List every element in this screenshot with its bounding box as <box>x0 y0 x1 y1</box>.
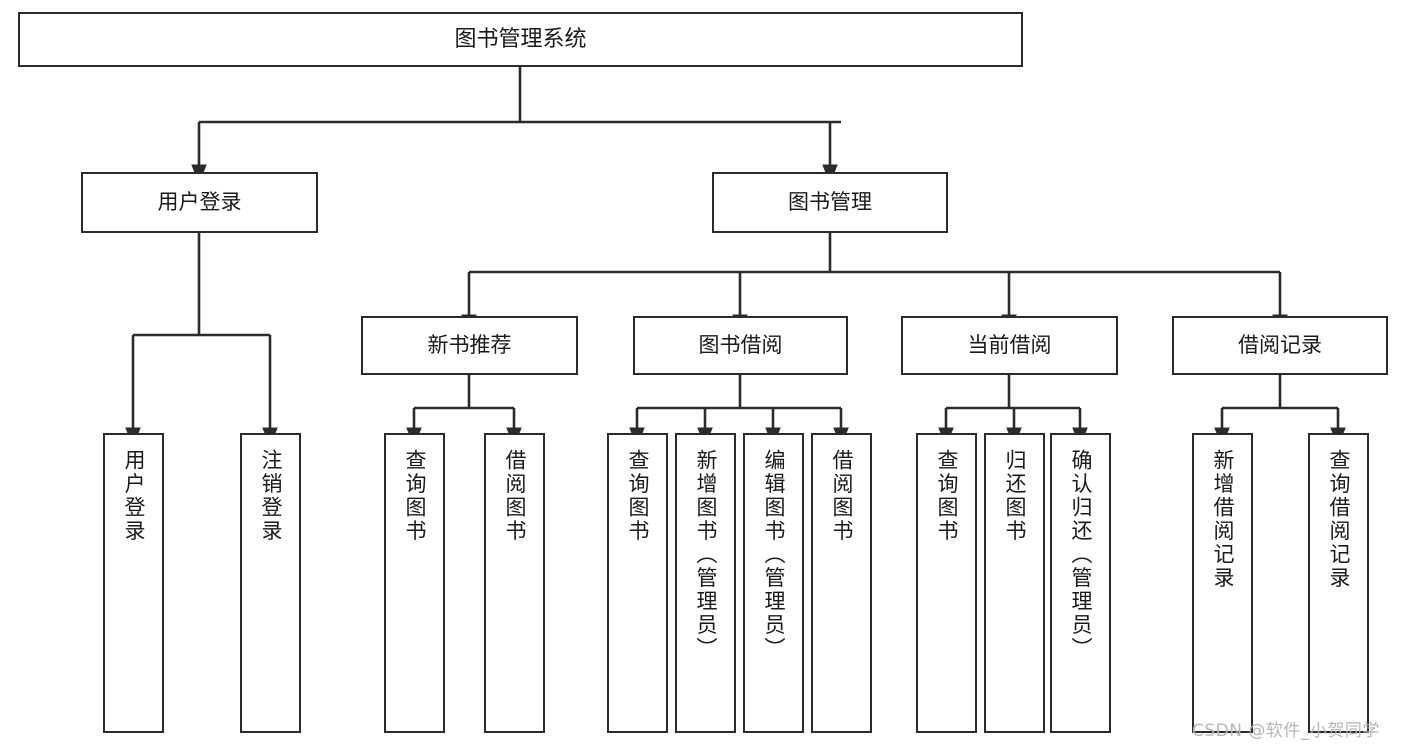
leaf-current-borrow-query[interactable]: 查询图书 <box>916 433 977 733</box>
node-label: 确认归还（管理员） <box>1069 449 1093 661</box>
leaf-user-login-logout[interactable]: 注销登录 <box>240 433 301 733</box>
leaf-new-book-borrow[interactable]: 借阅图书 <box>484 433 545 733</box>
node-book-management[interactable]: 图书管理 <box>712 172 948 233</box>
node-label: 编辑图书（管理员） <box>762 449 786 661</box>
node-label: 注销登录 <box>259 449 283 543</box>
leaf-new-book-query[interactable]: 查询图书 <box>384 433 445 733</box>
leaf-current-borrow-confirm-return[interactable]: 确认归还（管理员） <box>1050 433 1111 733</box>
leaf-book-borrow-borrow[interactable]: 借阅图书 <box>811 433 872 733</box>
node-label: 借阅记录 <box>1238 333 1322 358</box>
node-label: 查询图书 <box>935 449 959 543</box>
leaf-book-borrow-edit[interactable]: 编辑图书（管理员） <box>743 433 804 733</box>
leaf-book-borrow-query[interactable]: 查询图书 <box>607 433 668 733</box>
node-label: 用户登录 <box>122 449 146 543</box>
node-label: 图书管理系统 <box>454 26 587 52</box>
node-label: 借阅图书 <box>503 449 527 543</box>
node-label: 查询图书 <box>403 449 427 543</box>
leaf-user-login-login[interactable]: 用户登录 <box>103 433 164 733</box>
node-label: 归还图书 <box>1003 449 1027 543</box>
leaf-book-borrow-add[interactable]: 新增图书（管理员） <box>675 433 736 733</box>
node-current-borrow[interactable]: 当前借阅 <box>901 316 1118 375</box>
leaf-borrow-record-add[interactable]: 新增借阅记录 <box>1192 433 1253 733</box>
leaf-current-borrow-return[interactable]: 归还图书 <box>984 433 1045 733</box>
node-label: 借阅图书 <box>830 449 854 543</box>
node-user-login[interactable]: 用户登录 <box>81 172 318 233</box>
node-label: 查询借阅记录 <box>1327 449 1351 590</box>
csdn-watermark: CSDN @软件_小贺同学 <box>1192 721 1380 741</box>
node-label: 图书借阅 <box>698 333 783 358</box>
node-root-book-management-system[interactable]: 图书管理系统 <box>18 12 1023 67</box>
node-book-borrow[interactable]: 图书借阅 <box>633 316 848 375</box>
node-label: 图书管理 <box>788 190 872 215</box>
node-label: 新书推荐 <box>427 333 512 358</box>
node-label: 新增图书（管理员） <box>694 449 718 661</box>
node-label: 查询图书 <box>626 449 650 543</box>
node-label: 用户登录 <box>157 190 242 215</box>
leaf-borrow-record-query[interactable]: 查询借阅记录 <box>1308 433 1369 733</box>
node-borrow-record[interactable]: 借阅记录 <box>1172 316 1388 375</box>
node-new-book-recommend[interactable]: 新书推荐 <box>361 316 578 375</box>
node-label: 当前借阅 <box>967 333 1052 358</box>
node-label: 新增借阅记录 <box>1211 449 1235 590</box>
